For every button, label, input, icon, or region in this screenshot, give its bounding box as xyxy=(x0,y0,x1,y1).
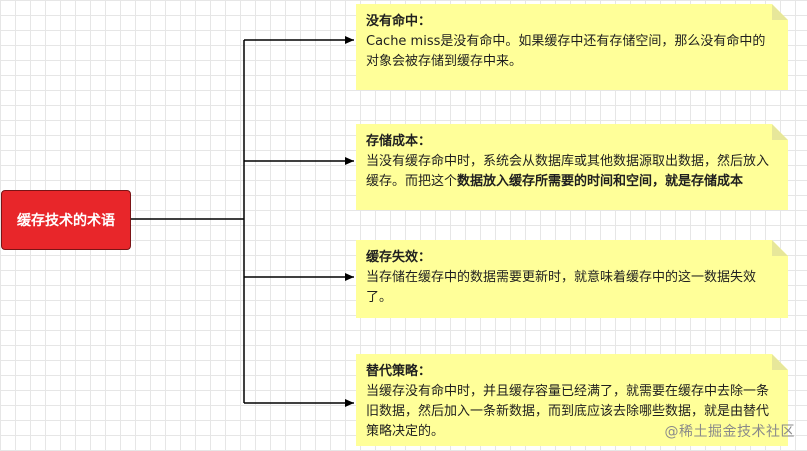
note-body-text: 当没有缓存命中时，系统会从数据库或其他数据源取出数据，然后放入缓存。而把这个 xyxy=(366,154,770,189)
note-title: 替代策略： xyxy=(366,364,432,379)
note-replacement-policy: 替代策略： 当缓存没有命中时，并且缓存容量已经满了，就需要在缓存中去除一条旧数据… xyxy=(356,354,788,446)
note-body: 当没有缓存命中时，系统会从数据库或其他数据源取出数据，然后放入缓存。而把这个数据… xyxy=(366,152,778,192)
note-body: 当缓存没有命中时，并且缓存容量已经满了，就需要在缓存中去除一条旧数据，然后加入一… xyxy=(366,384,770,439)
note-storage-cost: 存储成本： 当没有缓存命中时，系统会从数据库或其他数据源取出数据，然后放入缓存。… xyxy=(356,124,788,210)
watermark: @稀土掘金技术社区 xyxy=(664,424,795,440)
note-cache-miss: 没有命中： Cache miss是没有命中。如果缓存中还有存储空间，那么没有命中… xyxy=(356,4,788,90)
note-title: 没有命中： xyxy=(366,14,432,29)
note-body: Cache miss是没有命中。如果缓存中还有存储空间，那么没有命中的对象会被存… xyxy=(366,34,766,69)
root-label: 缓存技术的术语 xyxy=(17,213,115,229)
note-title: 缓存失效： xyxy=(366,250,432,265)
note-body: 当存储在缓存中的数据需要更新时，就意味着缓存中的这一数据失效了。 xyxy=(366,270,757,305)
note-body-bold: 数据放入缓存所需要的时间和空间，就是存储成本 xyxy=(457,174,744,189)
note-cache-invalidation: 缓存失效： 当存储在缓存中的数据需要更新时，就意味着缓存中的这一数据失效了。 xyxy=(356,240,788,318)
note-title: 存储成本： xyxy=(366,134,432,149)
root-node: 缓存技术的术语 xyxy=(1,190,131,250)
